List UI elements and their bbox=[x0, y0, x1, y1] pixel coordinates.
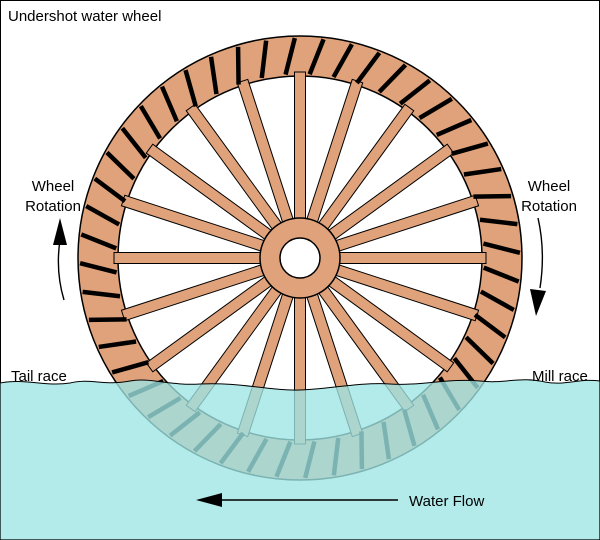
wheel-rotation-right-line1: Wheel bbox=[528, 178, 571, 195]
wheel-paddle bbox=[377, 63, 408, 94]
wheel-rotation-left-line2: Rotation bbox=[25, 198, 81, 215]
wheel-paddle bbox=[208, 56, 219, 95]
wheel-paddle bbox=[235, 46, 241, 85]
water-body bbox=[0, 379, 600, 540]
wheel-paddle bbox=[98, 339, 137, 350]
rotation-arrow-left-head bbox=[53, 218, 67, 245]
water-flow-label: Water Flow bbox=[409, 493, 484, 510]
wheel-paddle bbox=[80, 232, 118, 251]
wheel-paddle bbox=[331, 43, 354, 79]
wheel-paddle bbox=[435, 117, 473, 137]
wheel-paddle bbox=[111, 360, 149, 375]
wheel-paddle bbox=[82, 289, 121, 299]
wheel-paddle bbox=[85, 204, 121, 227]
wheel-paddle bbox=[183, 69, 198, 107]
wheel-paddle bbox=[482, 265, 520, 284]
wheel-paddle bbox=[451, 141, 489, 156]
wheel-paddle bbox=[463, 166, 502, 177]
wheel-paddle bbox=[418, 96, 454, 121]
wheel-axle-hole bbox=[279, 237, 321, 279]
rotation-arrow-right-head bbox=[530, 289, 546, 316]
diagram-title: Undershot water wheel bbox=[8, 8, 161, 25]
wheel-rotation-left-line1: Wheel bbox=[32, 178, 75, 195]
wheel-spoke bbox=[294, 71, 306, 223]
wheel-paddle bbox=[120, 126, 148, 160]
wheel-spoke bbox=[335, 252, 487, 264]
wheel-paddle bbox=[159, 85, 179, 123]
rotation-arrow-right bbox=[537, 217, 544, 289]
mill-race-label: Mill race bbox=[532, 368, 588, 385]
wheel-paddle bbox=[482, 241, 521, 256]
wheel-paddle bbox=[473, 313, 507, 340]
wheel-rotation-right-line2: Rotation bbox=[521, 198, 577, 215]
wheel-paddle bbox=[479, 289, 515, 312]
wheel-spoke bbox=[113, 252, 265, 264]
rotation-arrow-left bbox=[57, 239, 65, 301]
wheel-paddle bbox=[479, 217, 518, 227]
water-flow-arrow-head bbox=[196, 493, 222, 507]
wheel-paddle bbox=[93, 176, 127, 203]
wheel-paddle bbox=[79, 260, 118, 275]
wheel-paddle bbox=[105, 150, 136, 181]
wheel-paddle bbox=[88, 317, 127, 323]
wheel-paddle bbox=[307, 38, 326, 76]
tail-race-label: Tail race bbox=[11, 368, 67, 385]
wheel-paddle bbox=[398, 78, 432, 106]
wheel-paddle bbox=[138, 104, 163, 140]
wheel-paddle bbox=[283, 37, 298, 76]
wheel-paddle bbox=[473, 193, 512, 199]
wheel-paddle bbox=[259, 40, 269, 79]
wheel-paddle bbox=[355, 51, 382, 85]
wheel-paddle bbox=[464, 335, 495, 366]
